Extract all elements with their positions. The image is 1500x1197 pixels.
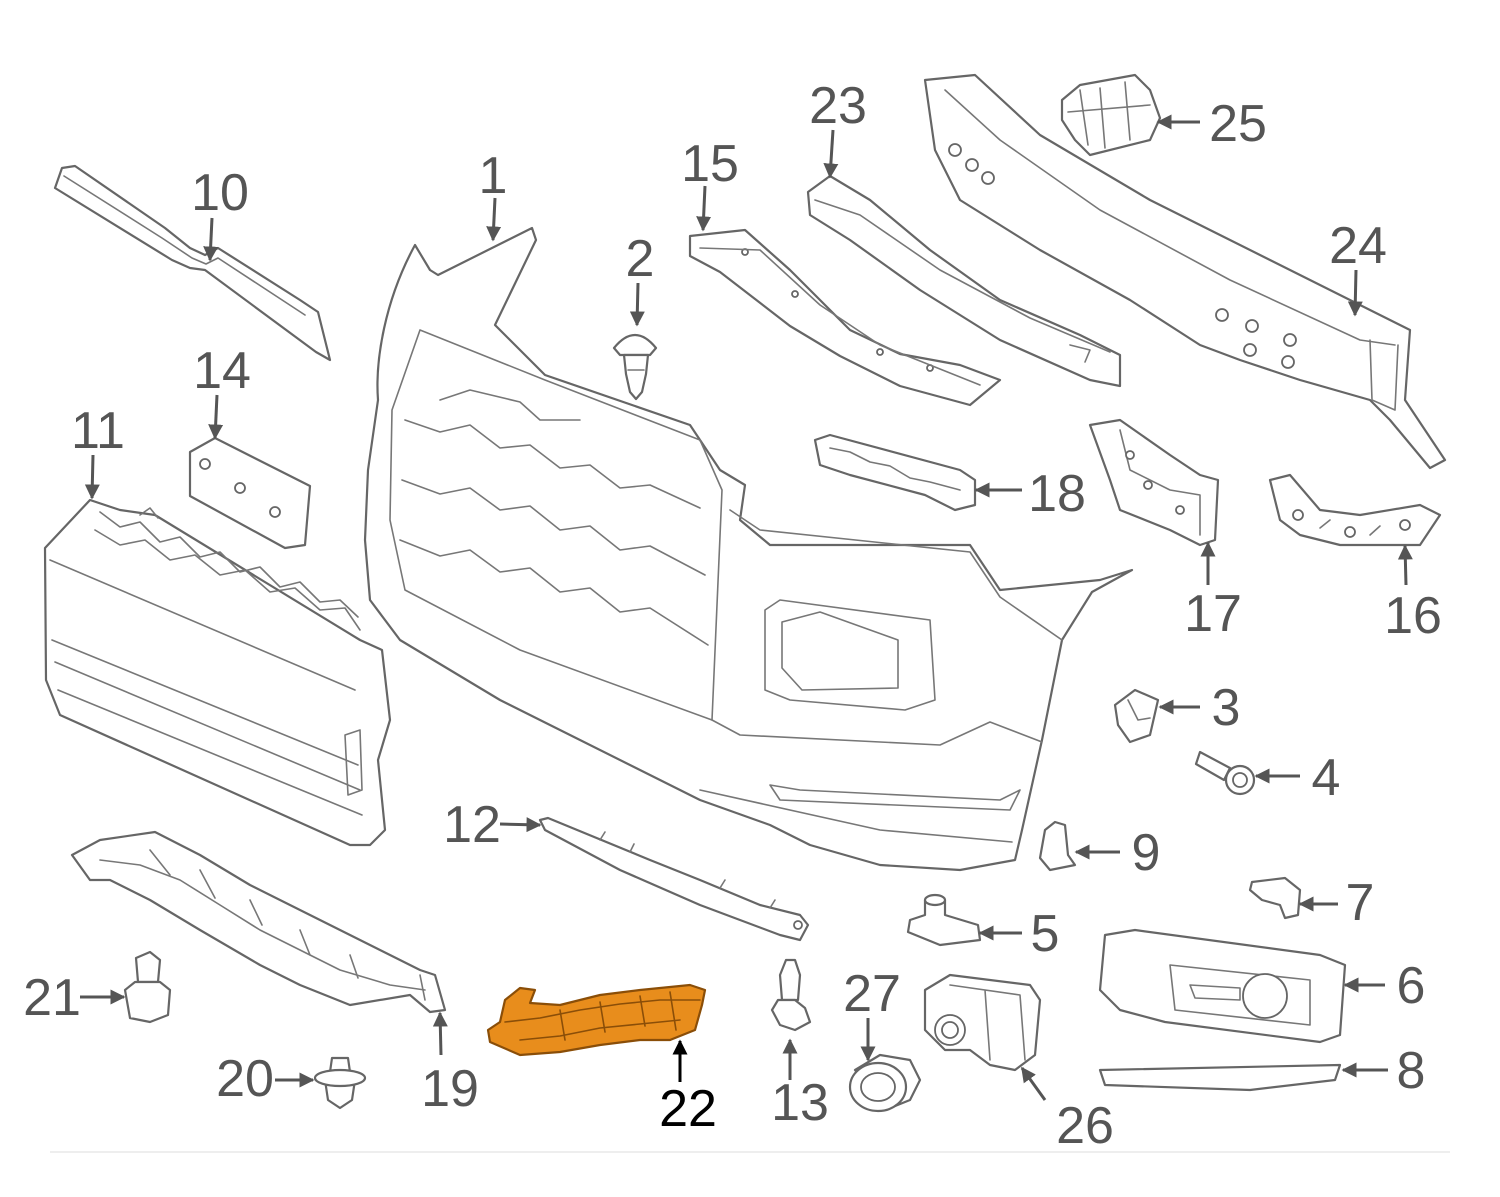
callout-11: 11 — [71, 402, 125, 460]
callout-20: 20 — [216, 1050, 274, 1108]
callout-16: 16 — [1384, 587, 1442, 645]
callout-14: 14 — [193, 342, 251, 400]
callout-17: 17 — [1184, 585, 1242, 643]
callout-19-arrow — [432, 1011, 448, 1056]
callout-1-arrow — [486, 197, 502, 242]
callout-27: 27 — [843, 965, 901, 1023]
part-5-drawing — [906, 893, 982, 947]
part-16-drawing — [1268, 473, 1442, 547]
part-12-drawing — [538, 816, 810, 942]
callout-14-arrow — [208, 394, 224, 440]
part-22-drawing — [486, 983, 707, 1057]
part-14-drawing — [188, 436, 312, 550]
part-11-drawing — [43, 498, 392, 847]
callout-10: 10 — [191, 164, 249, 222]
part-24-drawing — [923, 73, 1447, 470]
part-15-drawing — [688, 228, 1002, 407]
callout-10-arrow — [203, 217, 219, 262]
part-27-drawing — [848, 1053, 922, 1113]
callout-23: 23 — [809, 77, 867, 135]
part-13-drawing — [770, 958, 812, 1032]
part-17-drawing — [1088, 418, 1220, 547]
callout-24-arrow — [1347, 269, 1363, 317]
part-6-drawing — [1098, 928, 1347, 1044]
part-26-drawing — [923, 973, 1042, 1072]
callout-7: 7 — [1346, 874, 1375, 932]
callout-13: 13 — [771, 1074, 829, 1132]
callout-16-arrow — [1397, 544, 1413, 586]
part-9-drawing — [1038, 820, 1077, 872]
callout-12-arrow — [499, 817, 542, 833]
part-7-drawing — [1248, 876, 1302, 920]
callout-2-arrow — [629, 282, 645, 327]
part-20-drawing — [313, 1056, 367, 1110]
callout-12: 12 — [443, 796, 501, 854]
part-8-drawing — [1098, 1063, 1342, 1092]
callout-21: 21 — [23, 969, 81, 1027]
part-4-drawing — [1194, 750, 1256, 796]
callout-6: 6 — [1397, 957, 1426, 1015]
part-10-drawing — [53, 164, 332, 362]
callout-15: 15 — [681, 135, 739, 193]
callout-5: 5 — [1031, 905, 1060, 963]
callout-26: 26 — [1056, 1097, 1114, 1155]
part-3-drawing — [1113, 688, 1160, 744]
part-19-drawing — [70, 830, 447, 1014]
part-25-drawing — [1060, 73, 1162, 157]
callout-25: 25 — [1209, 95, 1267, 153]
callout-15-arrow — [696, 185, 712, 232]
callout-9: 9 — [1132, 824, 1161, 882]
part-21-drawing — [123, 950, 172, 1024]
callout-23-arrow — [823, 129, 839, 179]
callout-8: 8 — [1397, 1042, 1426, 1100]
callout-4: 4 — [1312, 749, 1341, 807]
part-23-drawing — [806, 174, 1122, 388]
callout-11-arrow — [84, 454, 100, 500]
callout-2: 2 — [626, 230, 655, 288]
part-18-drawing — [813, 433, 977, 512]
callout-24: 24 — [1329, 217, 1387, 275]
callout-18: 18 — [1028, 465, 1086, 523]
callout-22: 22 — [659, 1080, 717, 1138]
part-1-drawing — [363, 226, 1134, 872]
callout-26-arrow — [1020, 1066, 1047, 1101]
callout-1: 1 — [479, 147, 508, 205]
part-2-drawing — [612, 333, 658, 401]
callout-3: 3 — [1212, 679, 1241, 737]
callout-19: 19 — [421, 1060, 479, 1118]
